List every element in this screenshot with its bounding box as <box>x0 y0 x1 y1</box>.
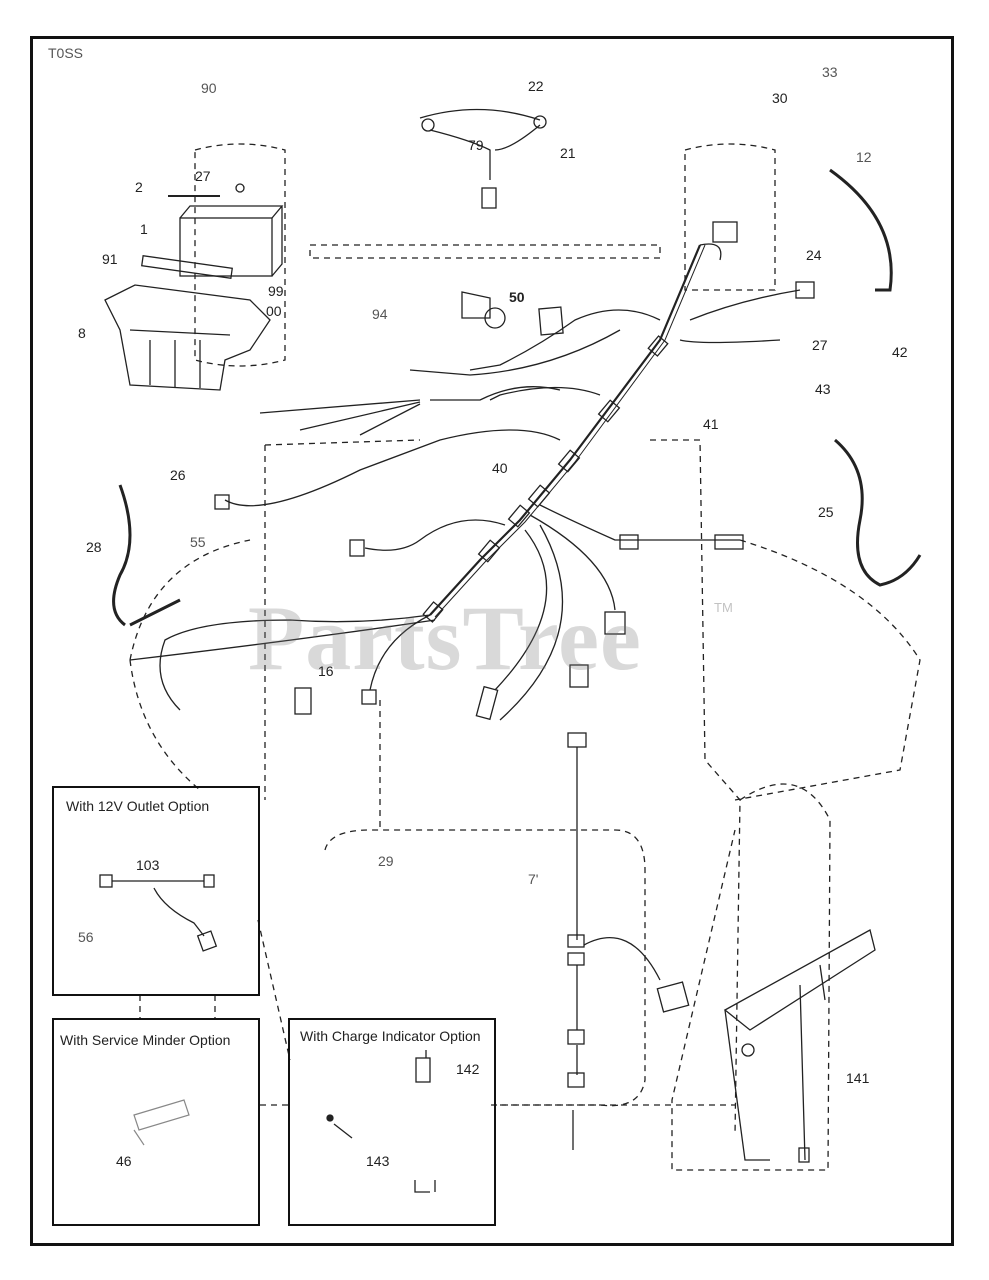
right-harness-outline <box>650 439 741 1136</box>
callout-16: 16 <box>318 663 334 679</box>
callout-142: 142 <box>456 1061 480 1077</box>
charge-indicator-option-title: With Charge Indicator Option <box>300 1028 481 1044</box>
lower-right-outline <box>671 783 831 1171</box>
connectors-and-parts <box>104 108 922 1163</box>
upper-right-group-outline <box>684 143 776 291</box>
main-wire-harness <box>129 243 801 721</box>
part-50-body <box>461 291 491 319</box>
service-minder-option-title: With Service Minder Option <box>60 1032 231 1048</box>
outlet-option-drawing <box>99 874 218 952</box>
callout-27-battery: 27 <box>195 168 211 184</box>
watermark-trademark: TM <box>714 600 733 615</box>
callout-99: 99 <box>268 283 284 299</box>
callout-30: 30 <box>772 90 788 106</box>
callout-103: 103 <box>136 857 160 873</box>
callout-46: 46 <box>116 1153 132 1169</box>
battery-link-dashes <box>309 244 661 259</box>
cable-28 <box>112 484 181 627</box>
service-minder-drawing <box>133 1099 190 1146</box>
callout-25: 25 <box>818 504 834 520</box>
callout-33: 33 <box>822 64 838 80</box>
callout-22: 22 <box>528 78 544 94</box>
cable-25 <box>834 438 922 587</box>
cable-12 <box>829 168 893 292</box>
callout-56: 56 <box>78 929 94 945</box>
callout-00: 00 <box>266 303 282 319</box>
battery-strap <box>141 255 233 279</box>
callout-94: 94 <box>372 306 388 322</box>
diagram-border <box>30 36 954 1246</box>
callout-141: 141 <box>846 1070 870 1086</box>
box-connect-dashes <box>139 995 216 1018</box>
service-minder-option-box: With Service Minder Option 46 <box>52 1018 260 1226</box>
outlet-option-box: With 12V Outlet Option 103 56 <box>52 786 260 996</box>
callout-8: 8 <box>78 325 86 341</box>
battery-tray <box>104 284 271 391</box>
callout-90: 90 <box>201 80 217 96</box>
bracket-arm <box>724 1009 770 1161</box>
callout-24: 24 <box>806 247 822 263</box>
callout-43: 43 <box>815 381 831 397</box>
connector-upper <box>712 221 738 243</box>
left-curve-outline <box>129 539 251 791</box>
callout-42: 42 <box>892 344 908 360</box>
right-side-outline <box>734 539 921 801</box>
charge-indicator-drawing <box>326 1050 436 1193</box>
outlet-option-title: With 12V Outlet Option <box>66 798 210 814</box>
charge-indicator-option-box: With Charge Indicator Option 142 143 <box>288 1018 496 1226</box>
callout-91: 91 <box>102 251 118 267</box>
center-panel-outline <box>324 829 646 1107</box>
callout-143: 143 <box>366 1153 390 1169</box>
callout-21: 21 <box>560 145 576 161</box>
battery-body <box>179 217 273 277</box>
callout-55: 55 <box>190 534 206 550</box>
callout-27-harness: 27 <box>812 337 828 353</box>
callout-50: 50 <box>509 289 525 305</box>
callout-79: 79 <box>468 137 484 153</box>
callout-2: 2 <box>135 179 143 195</box>
battery-group-outline <box>194 143 286 367</box>
watermark-text: PartsTree <box>248 587 642 689</box>
sheet-code: T0SS <box>48 45 84 61</box>
callout-7: 7' <box>528 871 539 887</box>
callout-12: 12 <box>856 149 872 165</box>
callout-28: 28 <box>86 539 102 555</box>
callout-40: 40 <box>492 460 508 476</box>
bracket-141 <box>723 929 876 1031</box>
callout-41: 41 <box>703 416 719 432</box>
callout-26: 26 <box>170 467 186 483</box>
dashed-group-outlines <box>129 143 921 1171</box>
callout-1: 1 <box>140 221 148 237</box>
box-diagonal-dash <box>257 919 291 1061</box>
callout-29: 29 <box>378 853 394 869</box>
